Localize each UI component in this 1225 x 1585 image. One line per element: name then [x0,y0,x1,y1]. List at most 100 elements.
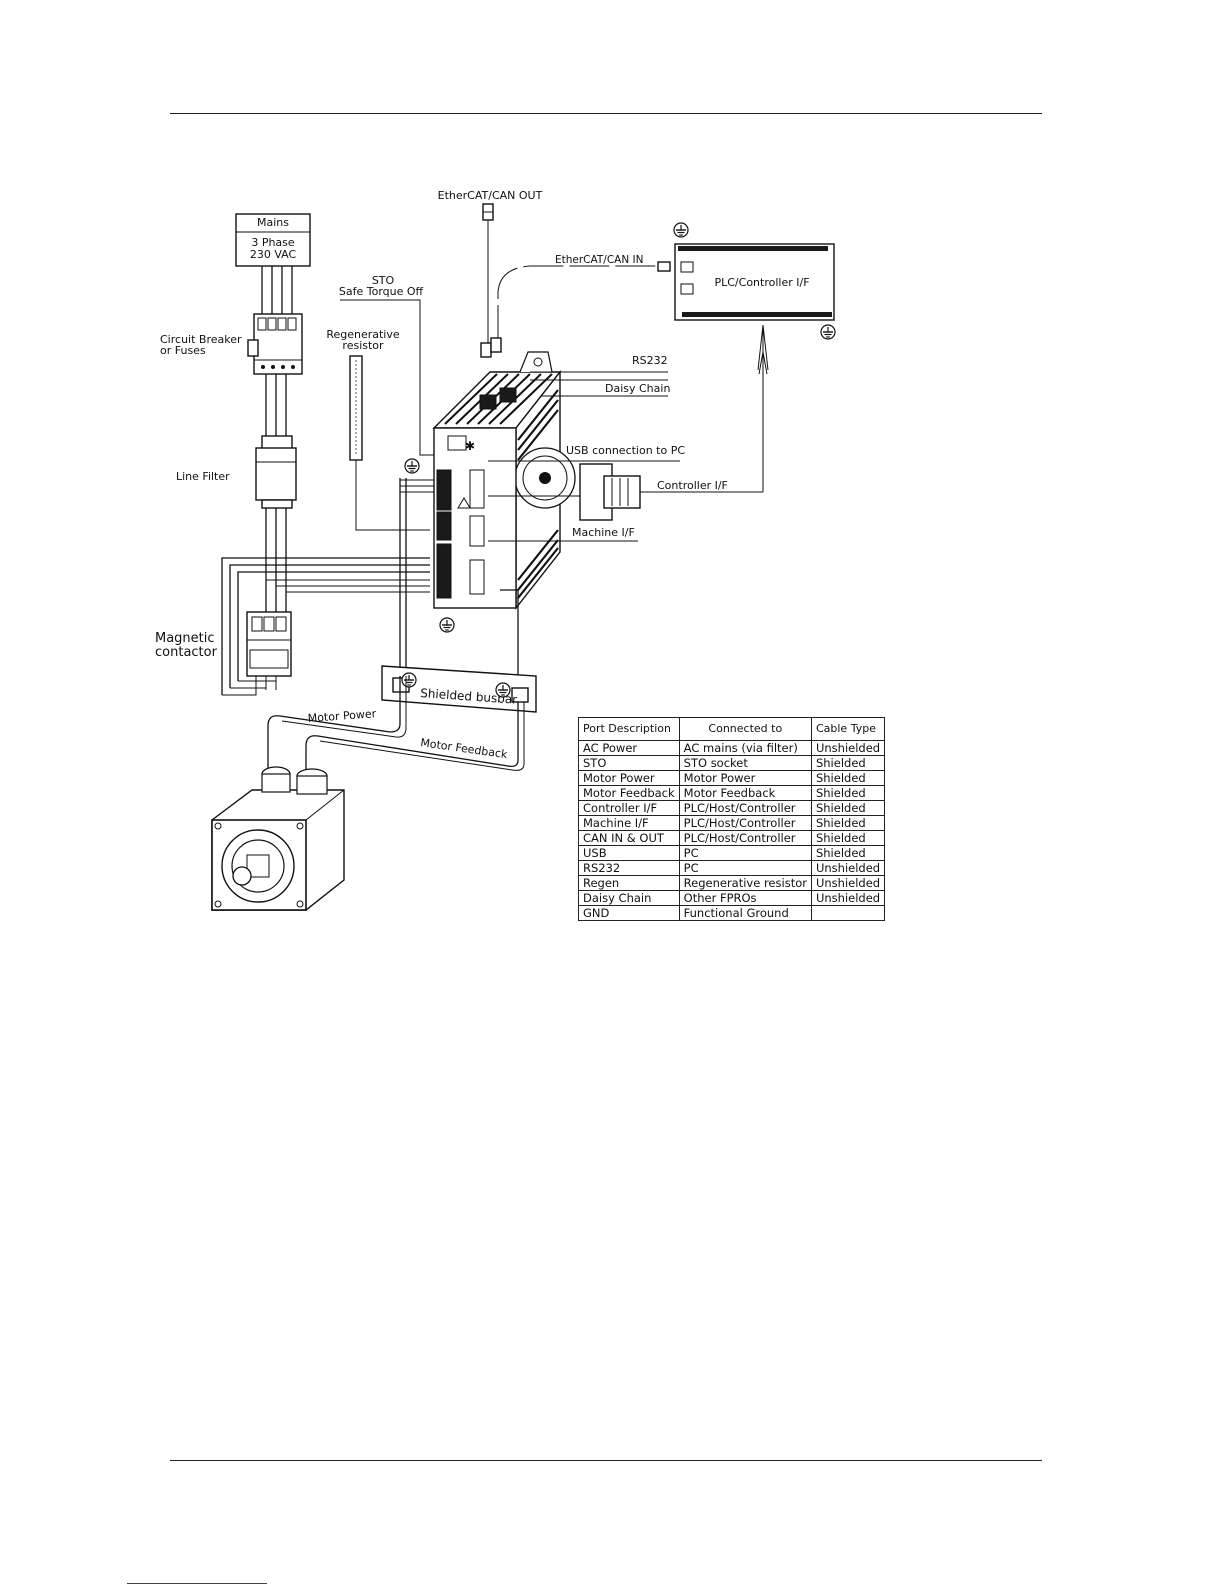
table-cell: Motor Power [678,770,812,786]
mains-box: Mains 3 Phase 230 VAC [235,213,311,267]
ground-icon [495,682,511,698]
daisy-chain-label: Daisy Chain [605,382,670,395]
filter-contactor-cables [221,508,430,695]
mains-label: Mains [257,216,289,229]
ethercat-in-cable [497,265,660,345]
rs232-label: RS232 [632,354,668,367]
table-cell: RS232 [578,860,680,876]
table-cell: Other FPROs [678,890,812,906]
table-cell: Regen [578,875,680,891]
ground-icon [401,672,417,688]
table-cell: Functional Ground [678,905,812,921]
controller-if-cable [640,324,769,493]
magnetic-label: Magnetic [155,631,215,646]
table-cell: AC Power [578,740,680,756]
usb-connection-label: USB connection to PC [566,444,685,457]
table-header: Cable Type [810,717,886,741]
servo-drive-icon: ✱ [432,351,576,611]
table-cell: Unshielded [810,875,886,891]
table-cell: Motor Feedback [678,785,812,801]
contactor-label: contactor [155,645,218,660]
motor-cables [267,676,525,771]
svg-text:✱: ✱ [465,439,475,453]
breaker-filter-cables [265,374,287,440]
table-cell: Motor Power [578,770,680,786]
table-cell: PLC/Host/Controller [678,830,812,846]
controller-if-label: Controller I/F [657,479,728,492]
vac-label: 230 VAC [250,248,297,261]
port-table: Port Description Connected to Cable Type… [578,717,886,921]
connector-icon [488,463,641,521]
footer-rule [170,1460,1042,1461]
plc-controller-label: PLC/Controller I/F [714,276,809,289]
table-cell: Unshielded [810,890,886,906]
table-cell: Shielded [810,800,886,816]
table-header-row: Port Description Connected to Cable Type [578,717,886,741]
sto-label: STO [372,274,395,287]
footnote-rule [127,1583,267,1584]
table-cell: Shielded [810,770,886,786]
ethercat-can-in-label: EtherCAT/CAN IN [555,254,644,266]
table-cell: Shielded [810,815,886,831]
table-cell: Controller I/F [578,800,680,816]
ethercat-can-out-label: EtherCAT/CAN OUT [438,189,543,202]
table-cell: Unshielded [810,740,886,756]
motor-feedback-label: Motor Feedback [420,736,509,761]
connector-icon [480,261,671,358]
contactor-icon [222,611,292,696]
three-phase-label: 3 Phase [251,236,295,249]
table-cell: GND [578,905,680,921]
motor-power-label: Motor Power [307,707,377,725]
circuit-breaker-label: Circuit Breaker [160,333,242,346]
table-header: Connected to [678,717,812,741]
table-cell: Motor Feedback [578,785,680,801]
table-cell: CAN IN & OUT [578,830,680,846]
header-rule [170,113,1042,114]
mains-cables [261,266,293,315]
motor-icon [211,766,345,911]
plc-controller-box: PLC/Controller I/F [674,243,835,321]
table-cell: Machine I/F [578,815,680,831]
or-fuses-label: or Fuses [160,344,206,357]
table-cell: Regenerative resistor [678,875,812,891]
rs232-daisy-cables [530,371,668,397]
sto-cable [340,299,440,456]
machine-if-label: Machine I/F [572,526,635,539]
table-cell: Shielded [810,755,886,771]
ground-icon [673,222,689,238]
safe-torque-off-label: Safe Torque Off [339,285,424,298]
shielded-busbar-label: Shielded busbar [420,686,518,707]
table-header: Port Description [578,717,680,741]
table-cell: STO [578,755,680,771]
table-cell: Shielded [810,830,886,846]
ground-icon [820,324,836,340]
circuit-breaker-icon [247,313,303,375]
table-cell: PC [678,860,812,876]
table-cell: Unshielded [810,860,886,876]
table-cell: PC [678,845,812,861]
wiring-diagram: Mains 3 Phase 230 VAC Circuit Breaker or… [155,189,836,911]
table-cell: Shielded [810,845,886,861]
table-cell [810,905,886,921]
table-cell: Daisy Chain [578,890,680,906]
table-cell: STO socket [678,755,812,771]
feedback-cable-top [500,589,519,678]
shielded-busbar: Shielded busbar [381,665,537,713]
table-cell: PLC/Host/Controller [678,815,812,831]
table-cell: AC mains (via filter) [678,740,812,756]
ground-icon [404,458,420,474]
resistor-icon [349,355,430,531]
ground-icon [439,617,455,633]
line-filter-label: Line Filter [176,470,230,483]
